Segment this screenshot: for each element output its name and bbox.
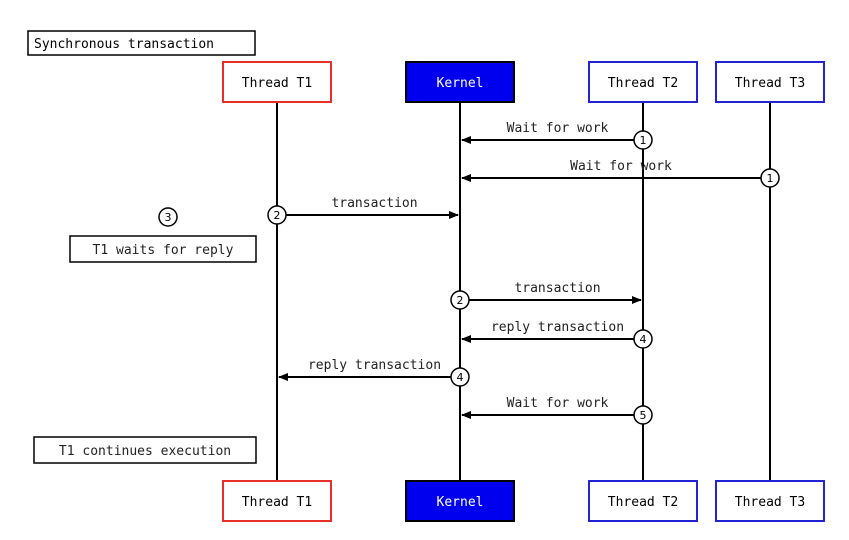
step-badge: 2 (267, 205, 287, 225)
diagram-title: Synchronous transaction (27, 30, 256, 56)
message-label: transaction (514, 281, 600, 296)
step-number: 1 (640, 134, 647, 147)
participant-box (588, 61, 698, 103)
note-box (69, 235, 257, 263)
step-badge: 4 (450, 367, 470, 387)
participant-label: Kernel (437, 495, 484, 510)
message-4: transaction 2 (450, 281, 642, 310)
step-badge: 5 (633, 405, 653, 425)
participant-kernel-top: Kernel (405, 61, 515, 103)
step-badge: 1 (760, 168, 780, 188)
message-label: reply transaction (308, 358, 441, 373)
step-number: 5 (640, 409, 647, 422)
step-badge: 1 (633, 130, 653, 150)
participant-label: Kernel (437, 76, 484, 91)
step-badge: 4 (633, 329, 653, 349)
step-number: 1 (767, 172, 774, 185)
participant-label: Thread T2 (608, 76, 678, 91)
participant-box (588, 480, 698, 522)
message-2: Wait for work 1 (461, 159, 780, 188)
participant-t1-top: Thread T1 (222, 61, 332, 103)
step-badge: 3 (158, 207, 178, 227)
message-3: transaction 2 (267, 196, 459, 225)
message-label: Wait for work (570, 159, 672, 174)
step-number: 2 (274, 209, 281, 222)
note-text: T1 waits for reply (93, 243, 234, 258)
participant-box (222, 61, 332, 103)
participant-t2-top: Thread T2 (588, 61, 698, 103)
message-1: Wait for work 1 (461, 121, 653, 150)
note-1: T1 waits for reply 3 (69, 207, 257, 263)
participant-t2-bottom: Thread T2 (588, 480, 698, 522)
participant-box (222, 480, 332, 522)
message-label: transaction (331, 196, 417, 211)
participant-t3-bottom: Thread T3 (715, 480, 825, 522)
participant-label: Thread T3 (735, 76, 805, 91)
participant-box (715, 61, 825, 103)
participant-kernel-bottom: Kernel (405, 480, 515, 522)
step-number: 4 (640, 333, 647, 346)
step-number: 4 (457, 371, 464, 384)
message-label: Wait for work (507, 396, 609, 411)
note-box (33, 436, 257, 464)
message-7: Wait for work 5 (461, 396, 653, 425)
participant-t1-bottom: Thread T1 (222, 480, 332, 522)
participant-label: Thread T1 (242, 495, 312, 510)
diagram-title-text: Synchronous transaction (34, 37, 214, 52)
step-badge: 2 (450, 290, 470, 310)
step-number: 3 (165, 211, 172, 224)
participant-label: Thread T2 (608, 495, 678, 510)
note-2: T1 continues execution (33, 436, 257, 464)
participant-box (405, 61, 515, 103)
message-5: reply transaction 4 (461, 320, 653, 349)
participant-t3-top: Thread T3 (715, 61, 825, 103)
message-label: reply transaction (491, 320, 624, 335)
participant-label: Thread T1 (242, 76, 312, 91)
message-6: reply transaction 4 (278, 358, 470, 387)
participant-box (715, 480, 825, 522)
message-label: Wait for work (507, 121, 609, 136)
participant-box (405, 480, 515, 522)
participant-label: Thread T3 (735, 495, 805, 510)
step-number: 2 (457, 294, 464, 307)
note-text: T1 continues execution (59, 444, 231, 459)
